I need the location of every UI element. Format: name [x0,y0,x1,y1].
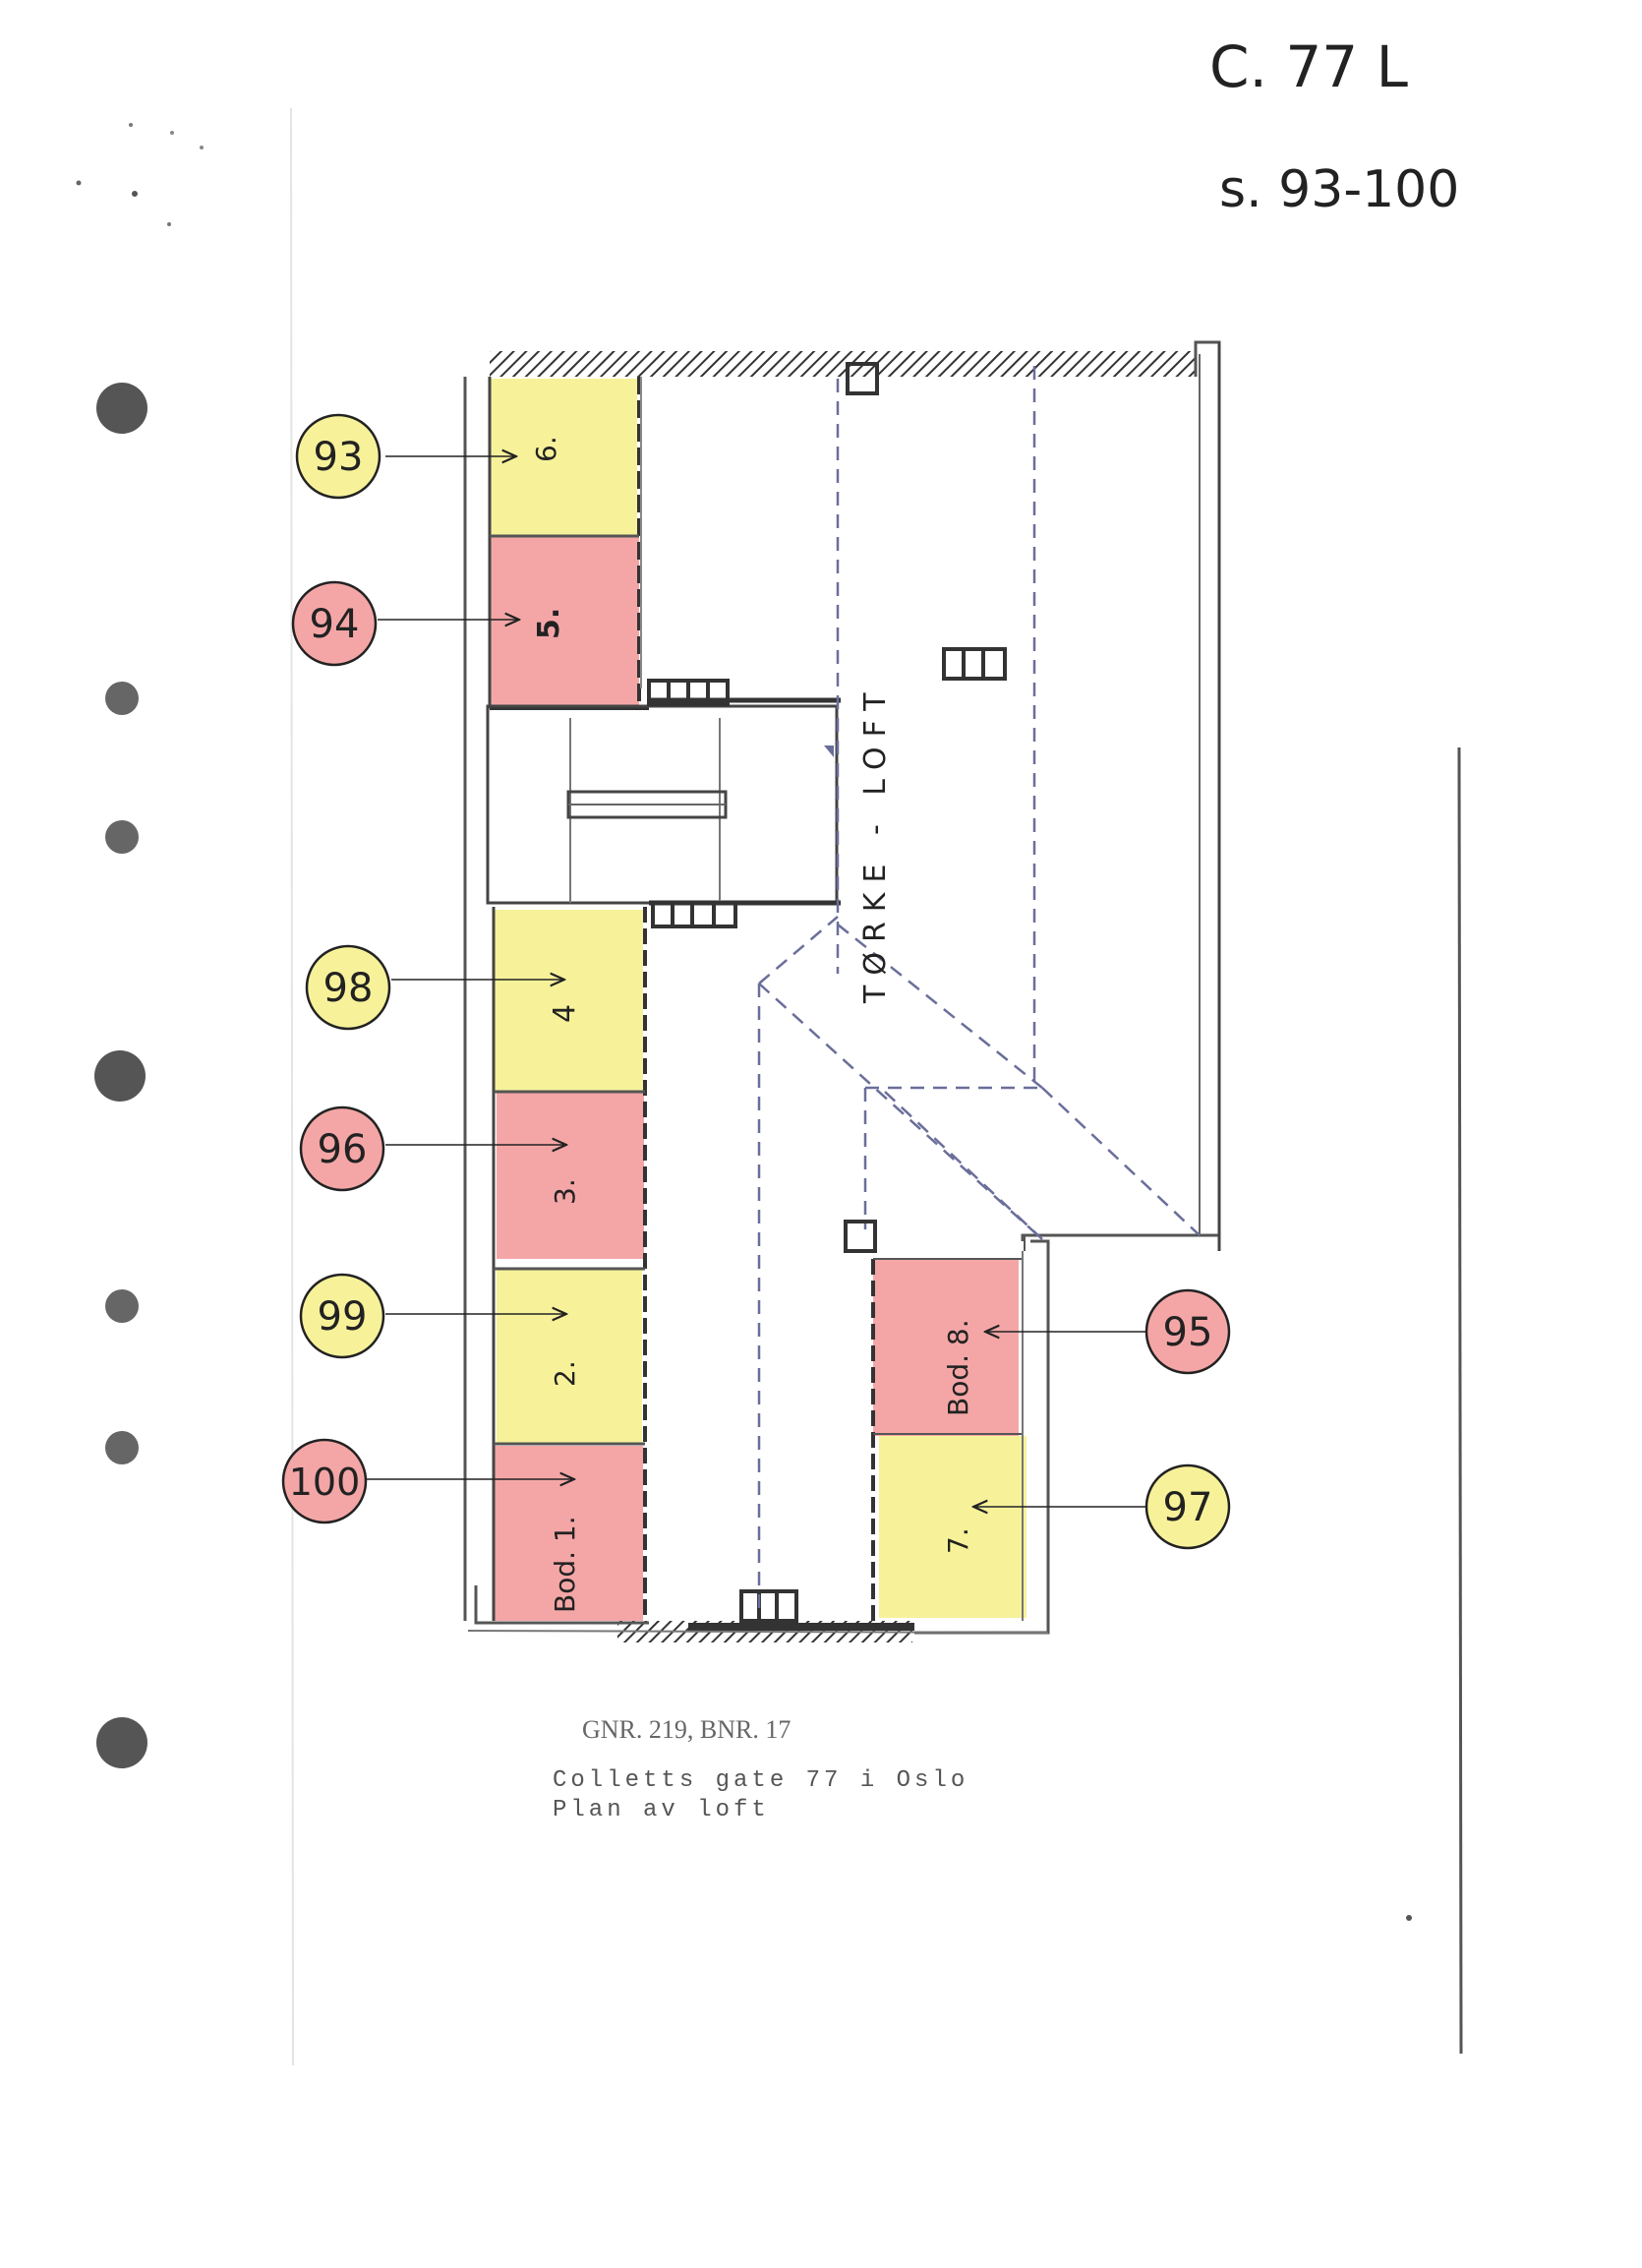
room-label-5: 5. [532,608,566,639]
room-3 [497,1092,644,1259]
callout-94 [291,580,378,667]
room-label-4: 4 [548,1004,582,1023]
room-label-8: Bod. 8. [942,1319,974,1416]
callout-97 [1144,1463,1231,1550]
property-id: GNR. 219, BNR. 17 [582,1715,791,1744]
callout-100 [281,1438,368,1524]
callout-96 [299,1105,385,1192]
room-2 [497,1269,642,1444]
room-8 [873,1259,1019,1436]
punch-hole [105,1431,139,1464]
room-label-1: Bod. 1. [549,1516,581,1613]
callout-number-99: 99 [318,1294,368,1340]
callout-number-93: 93 [314,435,364,480]
punch-hole [96,383,147,434]
callout-number-98: 98 [323,966,374,1011]
callout-number-95: 95 [1163,1310,1213,1355]
caption: GNR. 219, BNR. 17 Colletts gate 77 i Osl… [553,1715,968,1823]
wall-top [490,351,1196,377]
plan-title: Plan av loft [553,1797,770,1823]
callout-98 [305,944,391,1031]
callout-number-100: 100 [289,1461,361,1504]
callout-number-94: 94 [310,602,360,647]
punch-hole [105,682,139,715]
floor-plan: TØRKE - LOFT 6. 5. 4 3. 2. Bod. 1. Bod. … [463,340,1221,1642]
callout-99 [299,1273,385,1359]
room-label-2: 2. [549,1360,581,1387]
room-label-7: 7. [942,1527,974,1554]
callout-93 [295,413,381,500]
callout-number-96: 96 [318,1127,368,1172]
address: Colletts gate 77 i Oslo [553,1767,968,1794]
page-range: s. 93-100 [1219,160,1459,219]
room-label-6: 6. [530,436,562,462]
punch-hole [96,1717,147,1768]
callout-number-97: 97 [1163,1485,1213,1530]
room-4 [494,910,643,1092]
vent-symbols [647,362,1007,1623]
callouts: 93 94 98 96 99 100 95 97 [281,413,1231,1550]
punch-hole [105,820,139,854]
room-7 [879,1436,1026,1618]
punch-holes [76,123,204,1768]
ref-code: C. 77 L [1209,33,1408,100]
punch-hole [105,1289,139,1323]
callout-95 [1144,1288,1231,1375]
room-6 [490,379,637,536]
punch-hole [94,1050,146,1102]
drying-loft-outline [757,366,1201,1613]
room-label-3: 3. [549,1178,581,1205]
corridor-label: TØRKE - LOFT [858,683,893,1004]
